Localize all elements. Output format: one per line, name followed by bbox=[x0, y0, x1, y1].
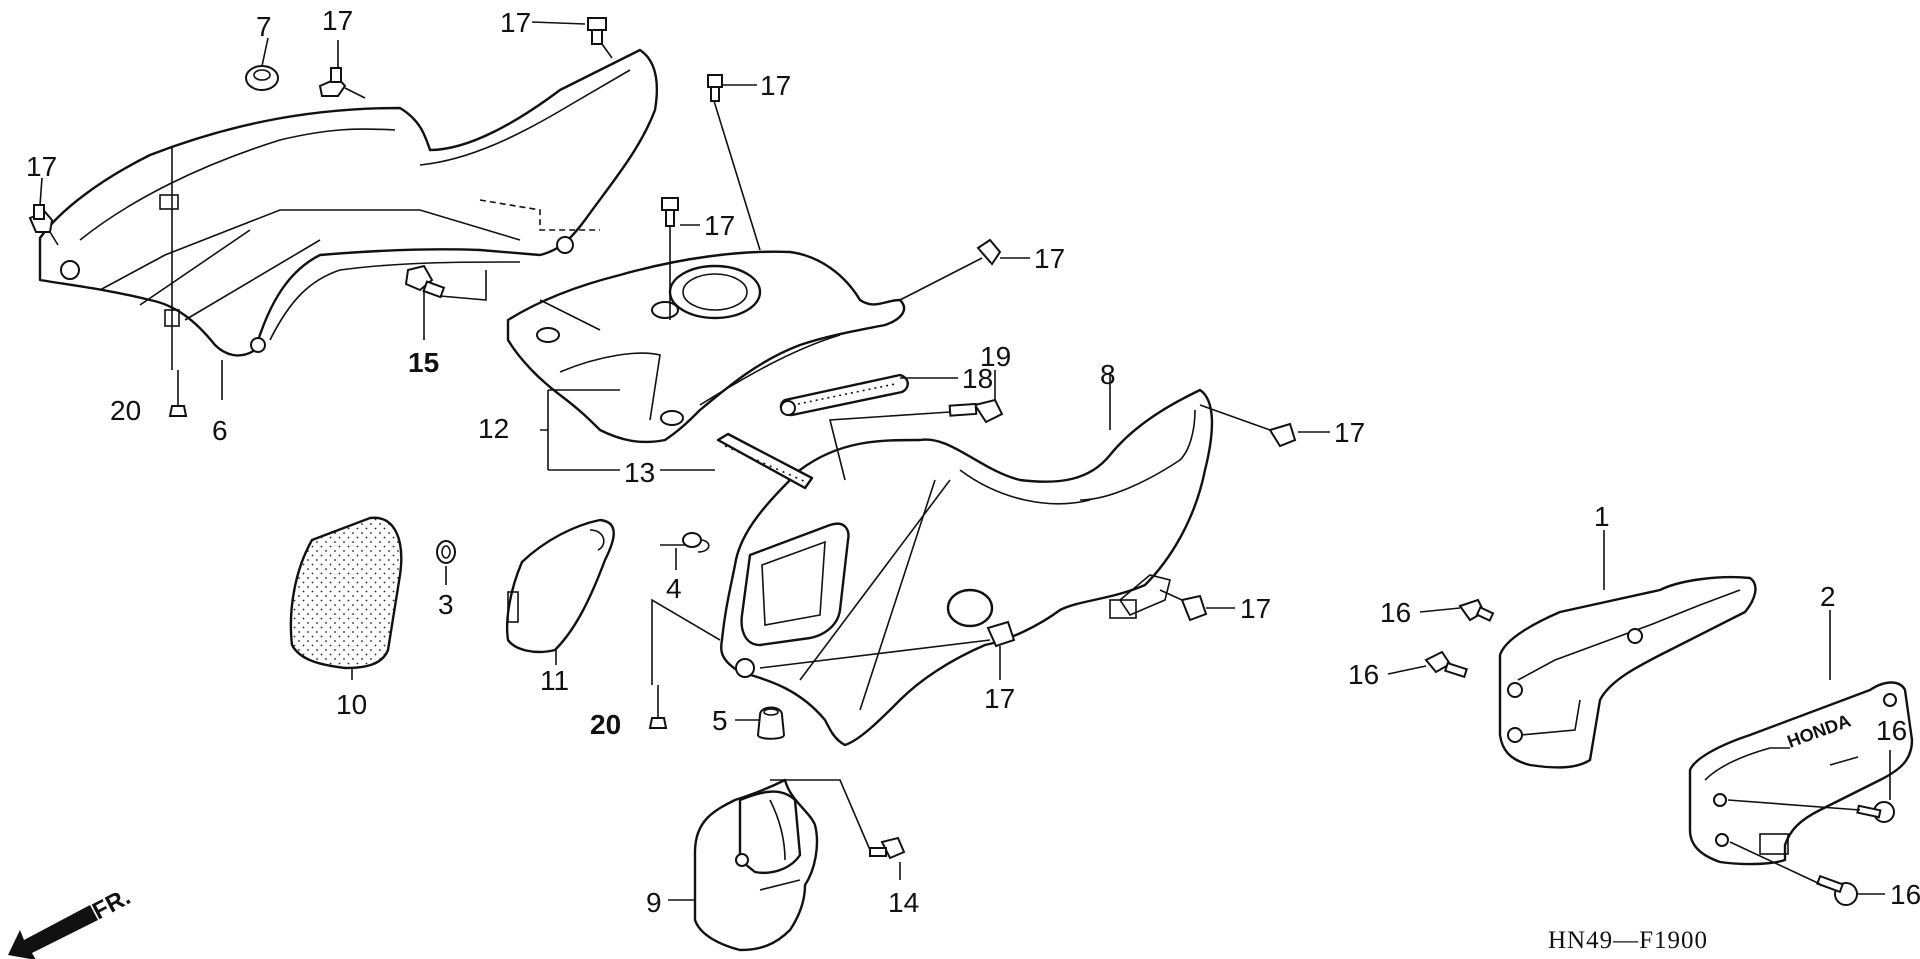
clip-17-a bbox=[318, 67, 347, 97]
leader-lines bbox=[39, 21, 1891, 901]
clip-17-i bbox=[986, 620, 1016, 648]
screw-16-d bbox=[1816, 874, 1858, 906]
callout-20-b: 20 bbox=[590, 709, 621, 740]
clip-4 bbox=[660, 532, 710, 553]
callout-17-g: 17 bbox=[1334, 417, 1365, 448]
grommet-5 bbox=[756, 706, 786, 740]
callout-20-a: 20 bbox=[110, 395, 141, 426]
callout-15: 15 bbox=[408, 347, 439, 378]
callout-17-e: 17 bbox=[704, 210, 735, 241]
callout-17-f: 17 bbox=[1034, 243, 1065, 274]
callout-16-c: 16 bbox=[1876, 715, 1907, 746]
grommet-7 bbox=[245, 65, 279, 91]
callout-10: 10 bbox=[336, 689, 367, 720]
callout-5: 5 bbox=[712, 705, 728, 736]
callout-17-a: 17 bbox=[322, 5, 353, 36]
callout-1: 1 bbox=[1594, 501, 1610, 532]
front-direction-arrow: FR. bbox=[8, 883, 135, 959]
bolt-19 bbox=[948, 398, 1004, 424]
pad-10 bbox=[289, 516, 403, 670]
screw-20-a bbox=[168, 370, 188, 417]
fasteners bbox=[28, 17, 1895, 906]
callout-9: 9 bbox=[646, 887, 662, 918]
callout-12: 12 bbox=[478, 413, 509, 444]
clip-17-g bbox=[1268, 422, 1297, 448]
clip-17-f bbox=[976, 238, 1002, 266]
callout-4: 4 bbox=[666, 573, 682, 604]
screw-16-c bbox=[1856, 801, 1895, 823]
callout-7: 7 bbox=[256, 11, 272, 42]
callout-17-h: 17 bbox=[1240, 593, 1271, 624]
callout-18: 18 bbox=[962, 363, 993, 394]
side-plate-2: HONDA bbox=[1688, 681, 1914, 866]
bolt-15 bbox=[404, 264, 446, 299]
left-side-cover-6 bbox=[38, 48, 659, 357]
callout-17-c: 17 bbox=[26, 151, 57, 182]
callout-14: 14 bbox=[888, 887, 919, 918]
callout-6: 6 bbox=[212, 415, 228, 446]
screw-20-b bbox=[648, 685, 668, 729]
strip-13 bbox=[716, 432, 814, 490]
callout-11: 11 bbox=[540, 665, 569, 696]
callout-labels: 1 2 3 4 5 6 7 8 9 10 11 12 13 14 15 16 1… bbox=[26, 5, 1920, 918]
screw-16-b bbox=[1424, 650, 1469, 679]
clip-17-b bbox=[587, 17, 607, 45]
center-cover-12 bbox=[506, 250, 906, 444]
right-side-cover-8 bbox=[719, 388, 1214, 747]
callout-16-d: 16 bbox=[1890, 879, 1920, 910]
callout-2: 2 bbox=[1820, 581, 1836, 612]
callout-19: 19 bbox=[980, 341, 1011, 372]
clip-17-c bbox=[28, 204, 54, 233]
strap-18 bbox=[779, 373, 909, 417]
clip-17-d bbox=[707, 74, 723, 102]
callout-17-d: 17 bbox=[760, 70, 791, 101]
cover-plate-11 bbox=[505, 518, 615, 654]
callout-8: 8 bbox=[1100, 359, 1116, 390]
drawing-code: HN49—F1900 bbox=[1548, 927, 1708, 954]
callout-3: 3 bbox=[438, 589, 454, 620]
clip-17-e bbox=[661, 197, 679, 227]
grommet-3 bbox=[436, 540, 456, 564]
callout-16-b: 16 bbox=[1348, 659, 1379, 690]
callout-17-b: 17 bbox=[500, 7, 531, 38]
screw-16-a bbox=[1458, 598, 1495, 622]
callout-16-a: 16 bbox=[1380, 597, 1411, 628]
callout-13: 13 bbox=[624, 457, 655, 488]
bolt-14 bbox=[869, 836, 906, 860]
callout-17-i: 17 bbox=[984, 683, 1015, 714]
arrow-left-icon bbox=[8, 905, 98, 959]
side-panel-1 bbox=[1498, 575, 1757, 769]
lower-cover-9 bbox=[693, 778, 819, 952]
clip-17-h bbox=[1180, 594, 1208, 622]
